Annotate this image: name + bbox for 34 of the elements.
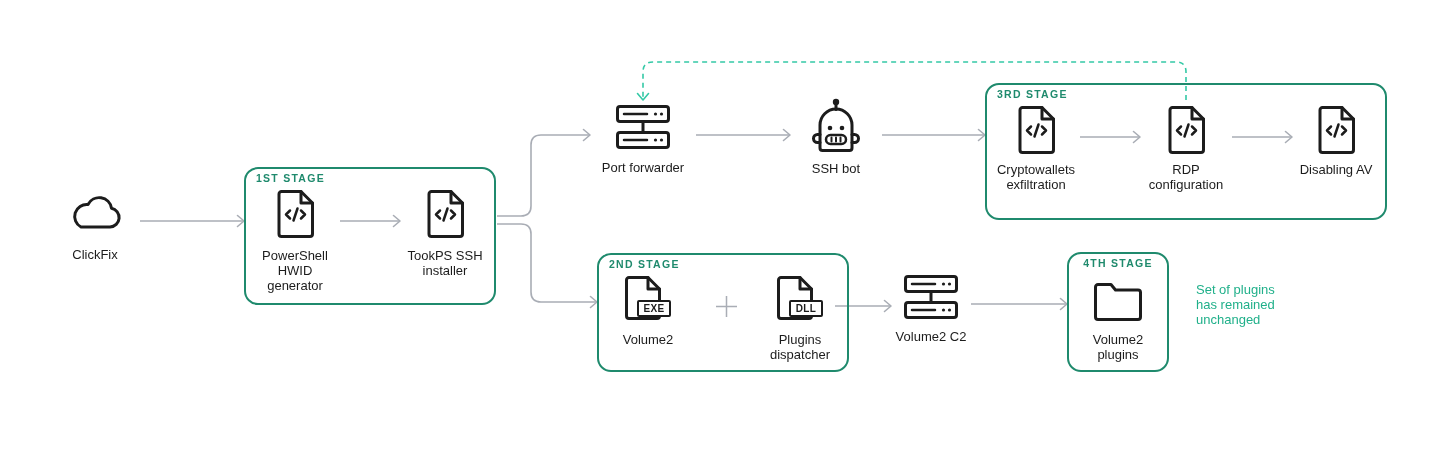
- stage-heading: 3RD STAGE: [997, 88, 1068, 100]
- stage-box: [1067, 252, 1169, 372]
- node-label: Volume2 plugins: [1091, 332, 1145, 362]
- note-text: Set of plugins has remained unchanged: [1196, 282, 1276, 327]
- dashed-arrow: [636, 61, 1187, 101]
- node-label: TookPS SSH installer: [406, 248, 484, 278]
- node-label: Disabling AV: [1299, 162, 1373, 177]
- arrow: [834, 299, 892, 313]
- node-label: PowerShell HWID generator: [261, 248, 329, 293]
- arrow: [496, 128, 591, 217]
- arrow: [881, 128, 986, 142]
- node-label: Cryptowallets exfiltration: [996, 162, 1076, 192]
- stage-box: [985, 83, 1387, 220]
- stage-heading: 1ST STAGE: [256, 172, 325, 184]
- node-label: Volume2: [622, 332, 674, 347]
- arrow: [970, 297, 1068, 311]
- arrow: [339, 214, 401, 228]
- stage-box: [597, 253, 849, 372]
- file-type-tag: DLL: [789, 300, 823, 317]
- node-label: Plugins dispatcher: [769, 332, 831, 362]
- node-label: Port forwarder: [601, 160, 685, 175]
- node-label: RDP configuration: [1147, 162, 1225, 192]
- arrow: [1079, 130, 1141, 144]
- arrow: [695, 128, 791, 142]
- node-label: Volume2 C2: [895, 329, 967, 344]
- node-label: SSH bot: [811, 161, 861, 176]
- stage-box: [244, 167, 496, 305]
- arrow: [139, 214, 245, 228]
- stage-heading: 2ND STAGE: [609, 258, 680, 270]
- stage-heading: 4TH STAGE: [1083, 257, 1153, 269]
- arrow: [496, 223, 598, 309]
- file-type-tag: EXE: [637, 300, 671, 317]
- node-label: ClickFix: [72, 247, 118, 262]
- arrow: [1231, 130, 1293, 144]
